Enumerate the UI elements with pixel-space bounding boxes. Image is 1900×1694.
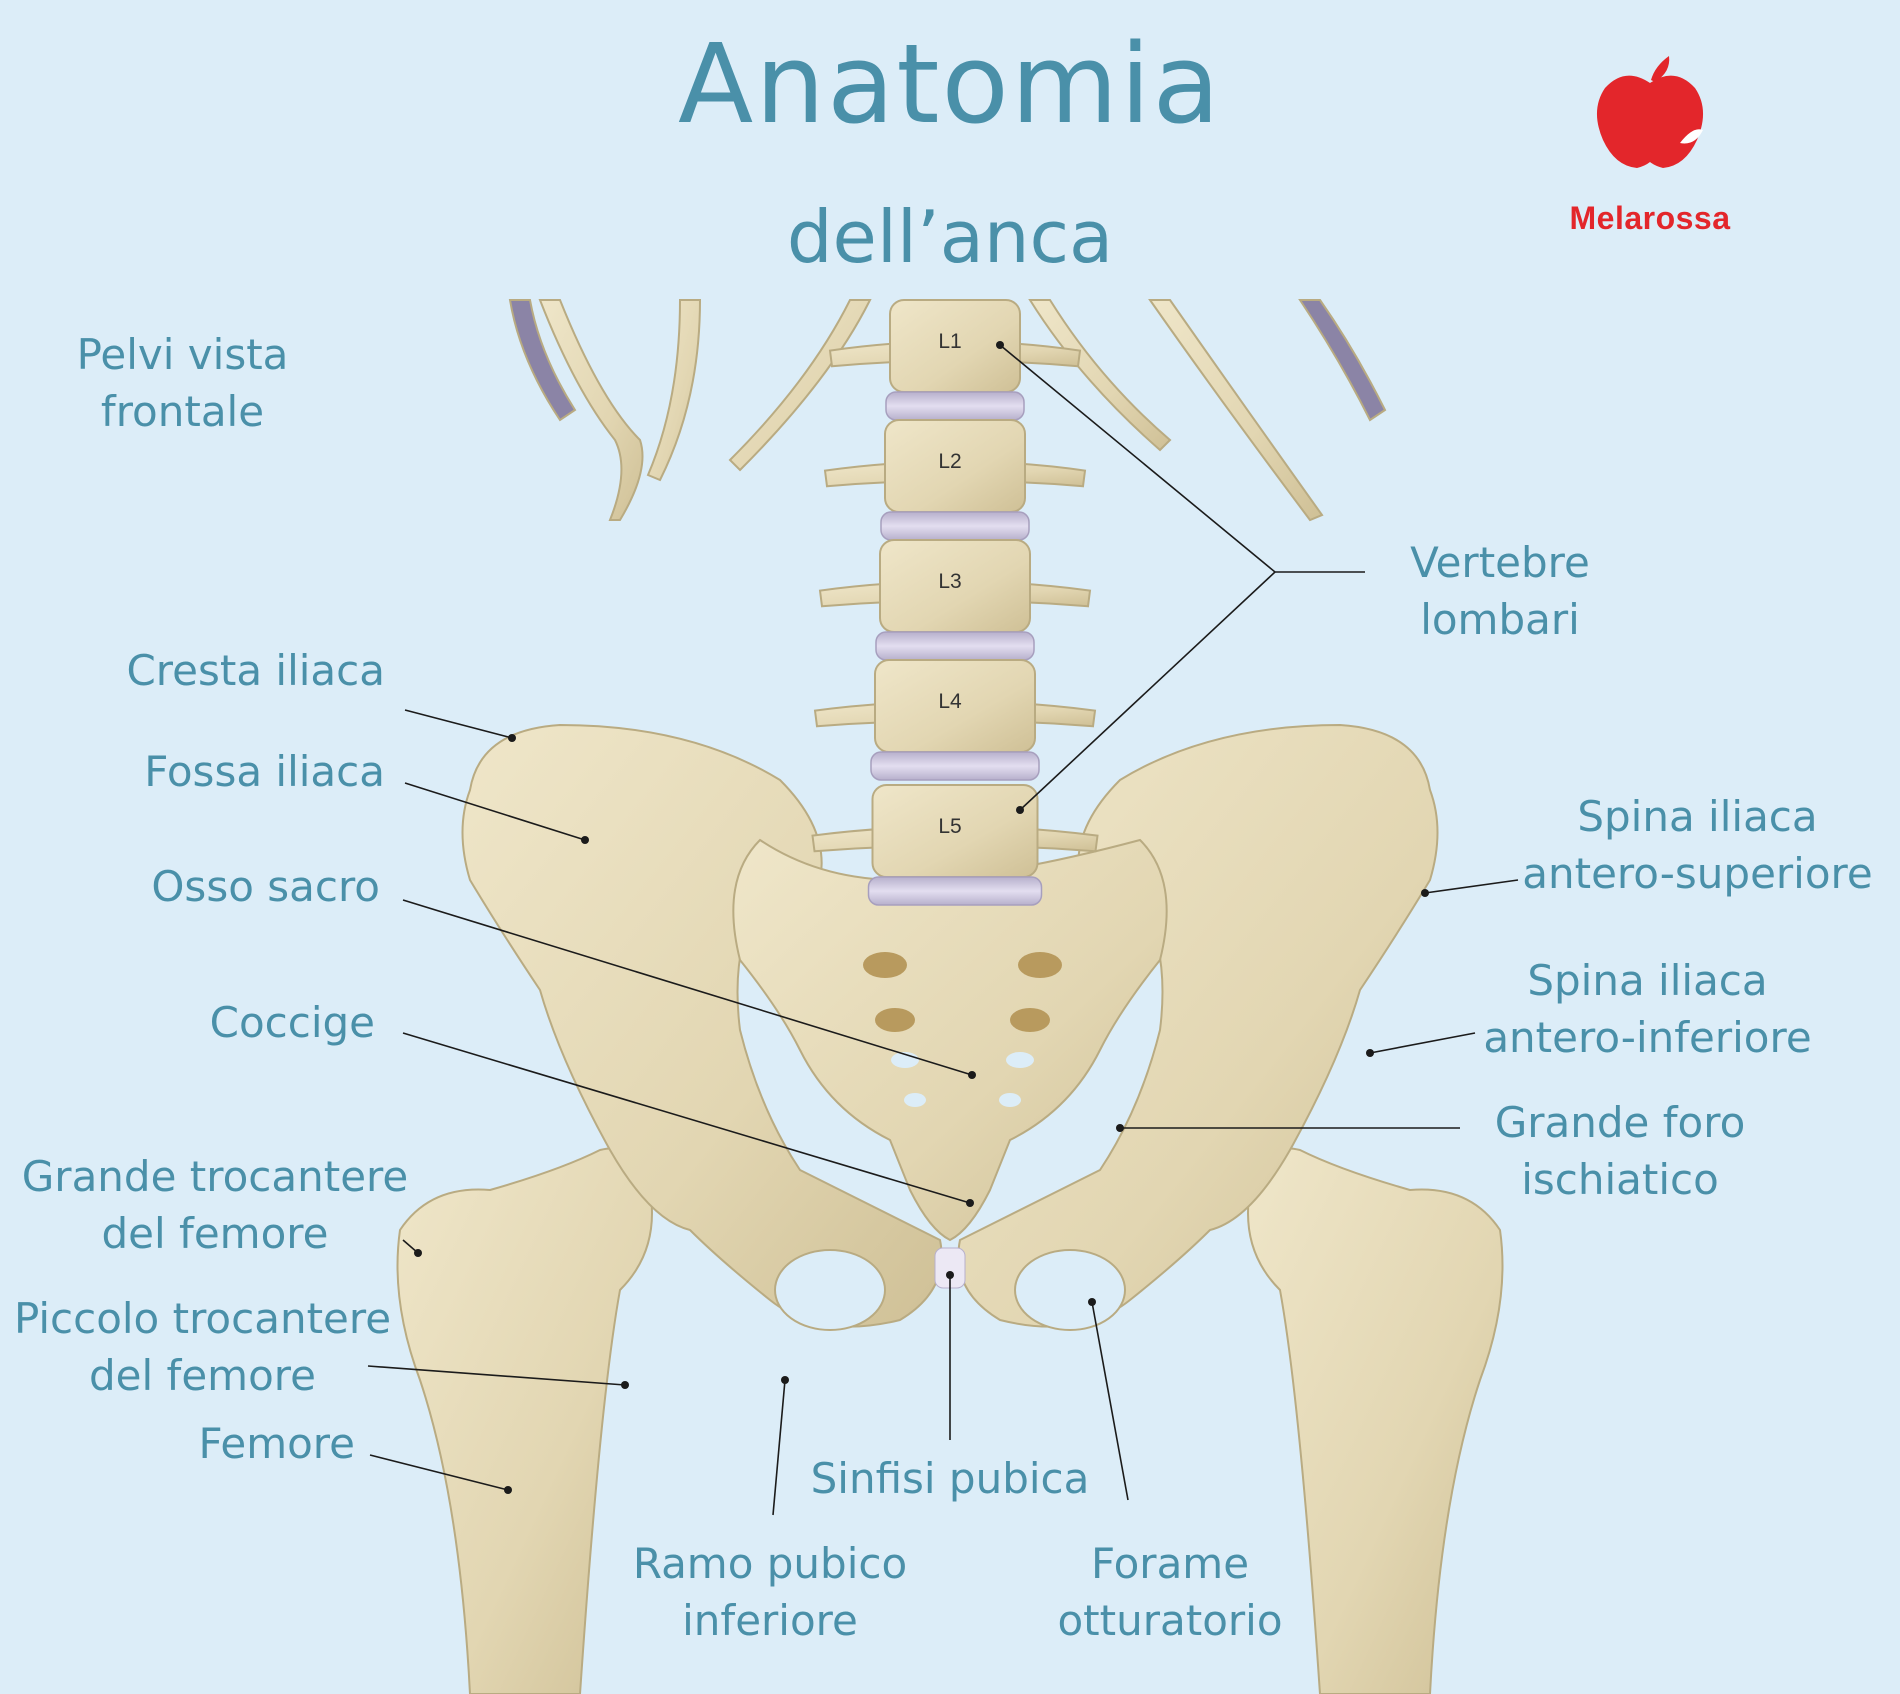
rib-right-outer <box>1298 299 1387 422</box>
rib-left-2 <box>646 299 702 482</box>
label-fossa-iliaca: Fossa iliaca <box>144 747 385 796</box>
leader-spina-inf <box>1369 1032 1476 1054</box>
leader-vertebre-upper <box>999 344 1365 573</box>
apple-logo-icon <box>1596 56 1704 168</box>
obturator-right <box>1014 1249 1126 1331</box>
leader-ramo-pubico <box>772 1379 786 1516</box>
rib-left-outer <box>508 299 577 422</box>
obturator-left <box>774 1249 886 1331</box>
ilium-left <box>461 723 943 1328</box>
ribs <box>508 299 1387 522</box>
femur-left <box>396 1147 653 1694</box>
label-sinfisi-pubica: Sinfisi pubica <box>810 1454 1090 1503</box>
vertebra-label-l5: L5 <box>938 815 961 838</box>
femurs <box>396 1147 1504 1694</box>
disc-l5 <box>867 876 1043 906</box>
hip-bones <box>461 723 1439 1331</box>
vertebra-label-l1: L1 <box>938 330 961 353</box>
leader-coccige <box>402 1032 971 1204</box>
page-title: Anatomia <box>678 20 1222 148</box>
label-cresta-iliaca: Cresta iliaca <box>126 646 385 695</box>
brand-name: Melarossa <box>1569 200 1731 236</box>
leader-femore <box>369 1454 509 1491</box>
vertebra-label-l3: L3 <box>938 570 961 593</box>
ilium-right <box>957 723 1439 1328</box>
vertebra-label-l4: L4 <box>938 690 962 713</box>
leader-spina-sup <box>1424 879 1519 894</box>
rib-right-2 <box>1148 299 1324 522</box>
label-coccige: Coccige <box>209 998 375 1047</box>
femur-right <box>1247 1147 1504 1694</box>
leader-forame <box>1091 1301 1129 1501</box>
disc-l4 <box>870 751 1040 781</box>
label-femore: Femore <box>198 1419 356 1468</box>
leader-cresta <box>404 709 513 739</box>
leader-fossa <box>404 782 586 841</box>
leader-osso-sacro <box>402 899 973 1076</box>
leader-vertebre-lower <box>1019 571 1276 811</box>
label-osso-sacro: Osso sacro <box>151 862 380 911</box>
rib-left-1 <box>538 299 644 521</box>
leader-piccolo-trocantere <box>367 1365 626 1386</box>
vertebra-label-l2: L2 <box>938 450 961 473</box>
page-subtitle: dell’anca <box>786 195 1114 279</box>
